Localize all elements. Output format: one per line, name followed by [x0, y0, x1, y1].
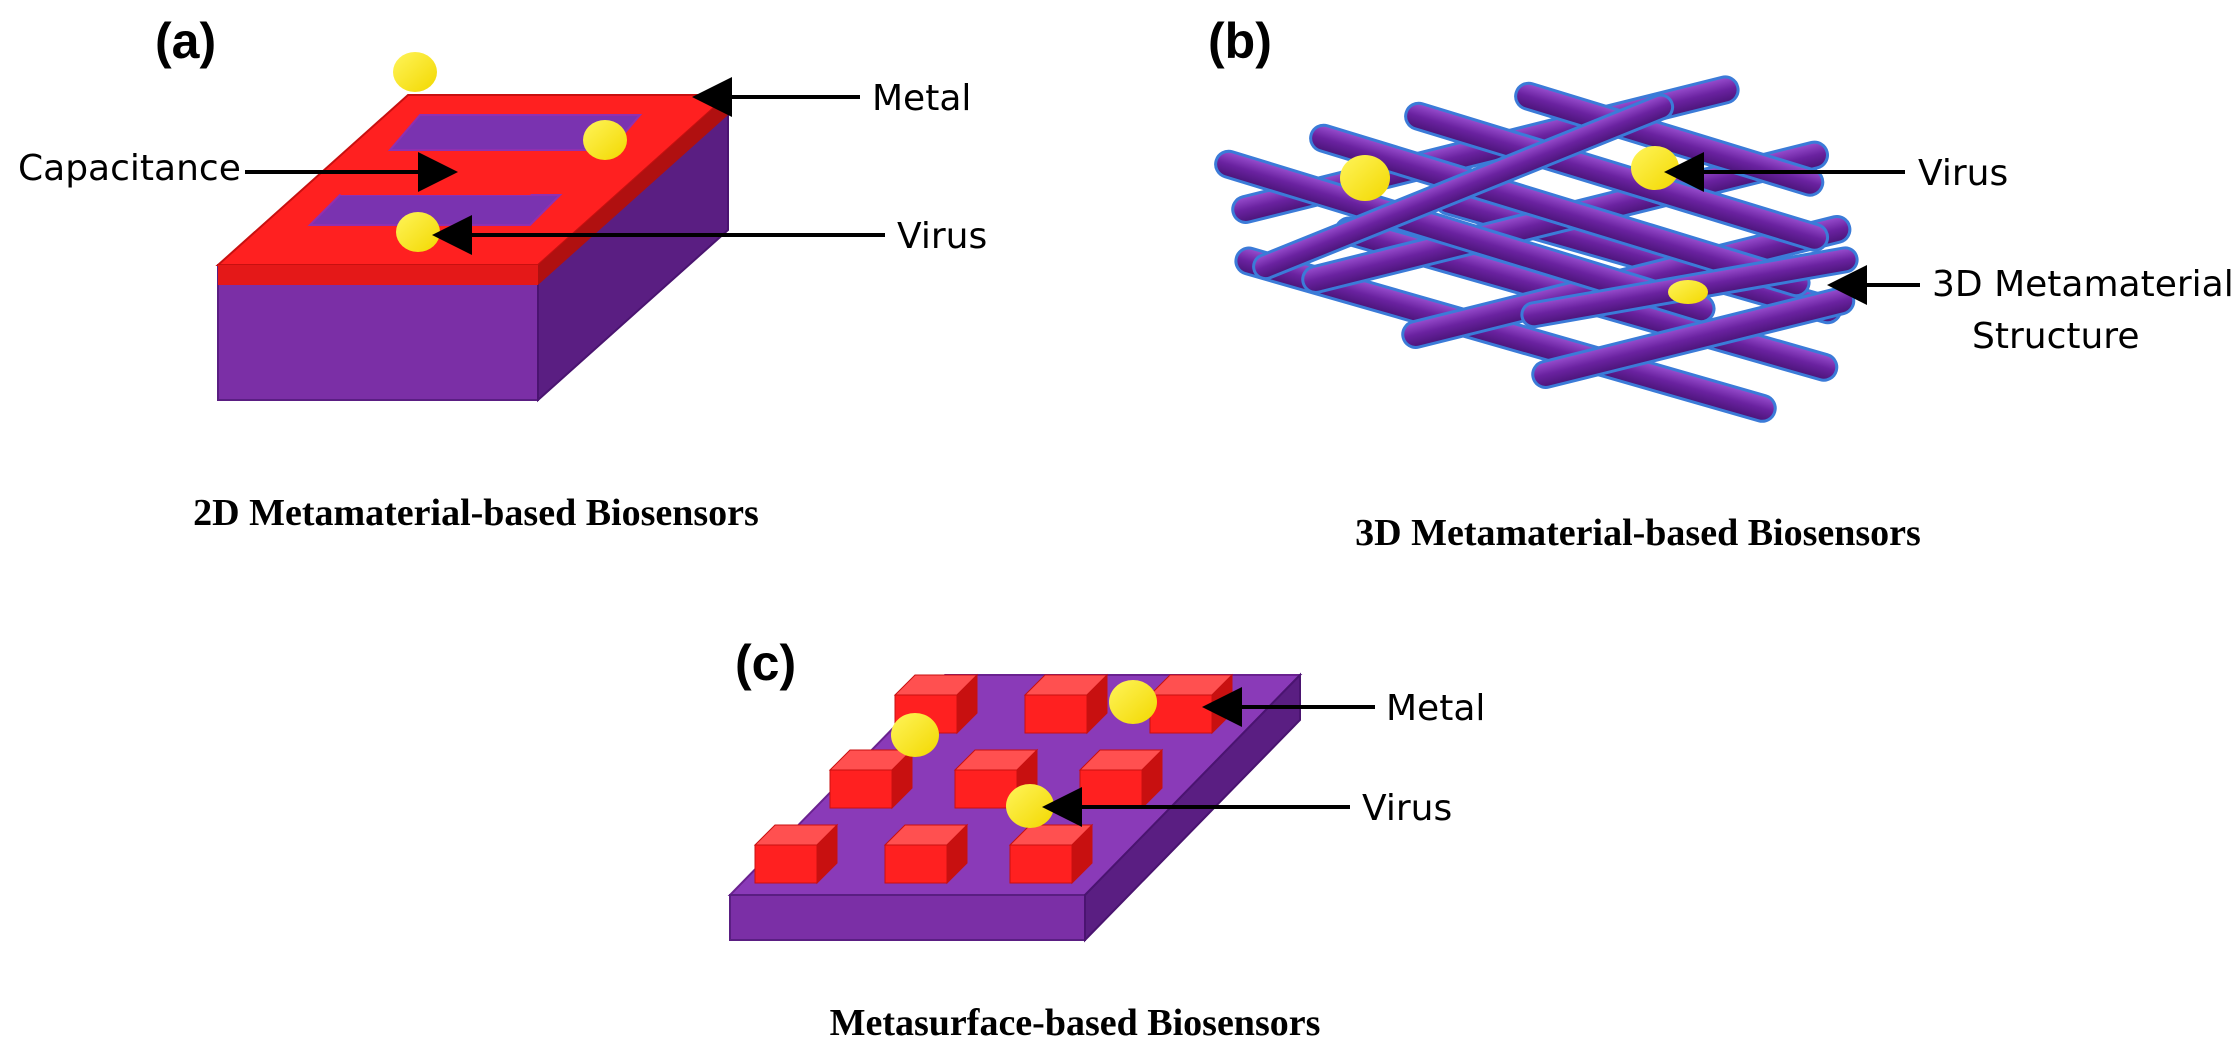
metal-block	[753, 823, 839, 885]
panel-c-virus-label: Virus	[1362, 788, 1452, 829]
virus-icon	[583, 120, 627, 160]
panel-a-virus-label: Virus	[897, 216, 987, 257]
metal-block	[1008, 823, 1094, 885]
panel-a-capacitance-label: Capacitance	[18, 148, 241, 189]
metal-block	[953, 748, 1039, 810]
metal-block	[1023, 673, 1109, 735]
panel-a-caption: 2D Metamaterial-based Biosensors	[193, 492, 759, 534]
metal-block	[828, 748, 914, 810]
panel-b-lattice	[1214, 75, 1859, 423]
panel-b: (b)	[1208, 13, 2234, 554]
panel-a-letter: (a)	[155, 13, 216, 69]
virus-icon	[1006, 784, 1054, 828]
panel-b-structure-label-line2: Structure	[1972, 316, 2139, 357]
virus-icon	[1340, 155, 1390, 201]
virus-icon	[396, 212, 440, 252]
panel-a: (a) Metal Capacitance	[18, 13, 987, 534]
panel-b-letter: (b)	[1208, 13, 1272, 69]
metal-block	[1148, 673, 1234, 735]
panel-c-metal-label: Metal	[1386, 688, 1485, 729]
panel-c-metal-blocks	[753, 673, 1234, 885]
metal-block	[883, 823, 969, 885]
virus-icon	[1109, 680, 1157, 724]
panel-b-structure-label-line1: 3D Metamaterial	[1932, 264, 2234, 305]
panel-b-virus-label: Virus	[1918, 153, 2008, 194]
panel-a-viruses	[393, 52, 627, 252]
virus-icon	[1631, 146, 1679, 190]
panel-a-metal-label: Metal	[872, 78, 971, 119]
virus-icon	[1668, 280, 1708, 304]
panel-b-annotations: Virus 3D Metamaterial Structure	[1664, 152, 2234, 357]
panel-c-caption: Metasurface-based Biosensors	[830, 1002, 1321, 1044]
panel-c: (c) Metal Virus Metasurface-based Biosen…	[727, 635, 1485, 1044]
panel-a-annotations: Metal Capacitance Virus	[18, 77, 987, 257]
virus-icon	[393, 52, 437, 92]
panel-b-caption: 3D Metamaterial-based Biosensors	[1355, 512, 1921, 554]
virus-icon	[891, 713, 939, 757]
panel-c-annotations: Metal Virus	[1042, 687, 1485, 829]
metal-block	[1078, 748, 1164, 810]
panel-c-letter: (c)	[735, 635, 796, 691]
